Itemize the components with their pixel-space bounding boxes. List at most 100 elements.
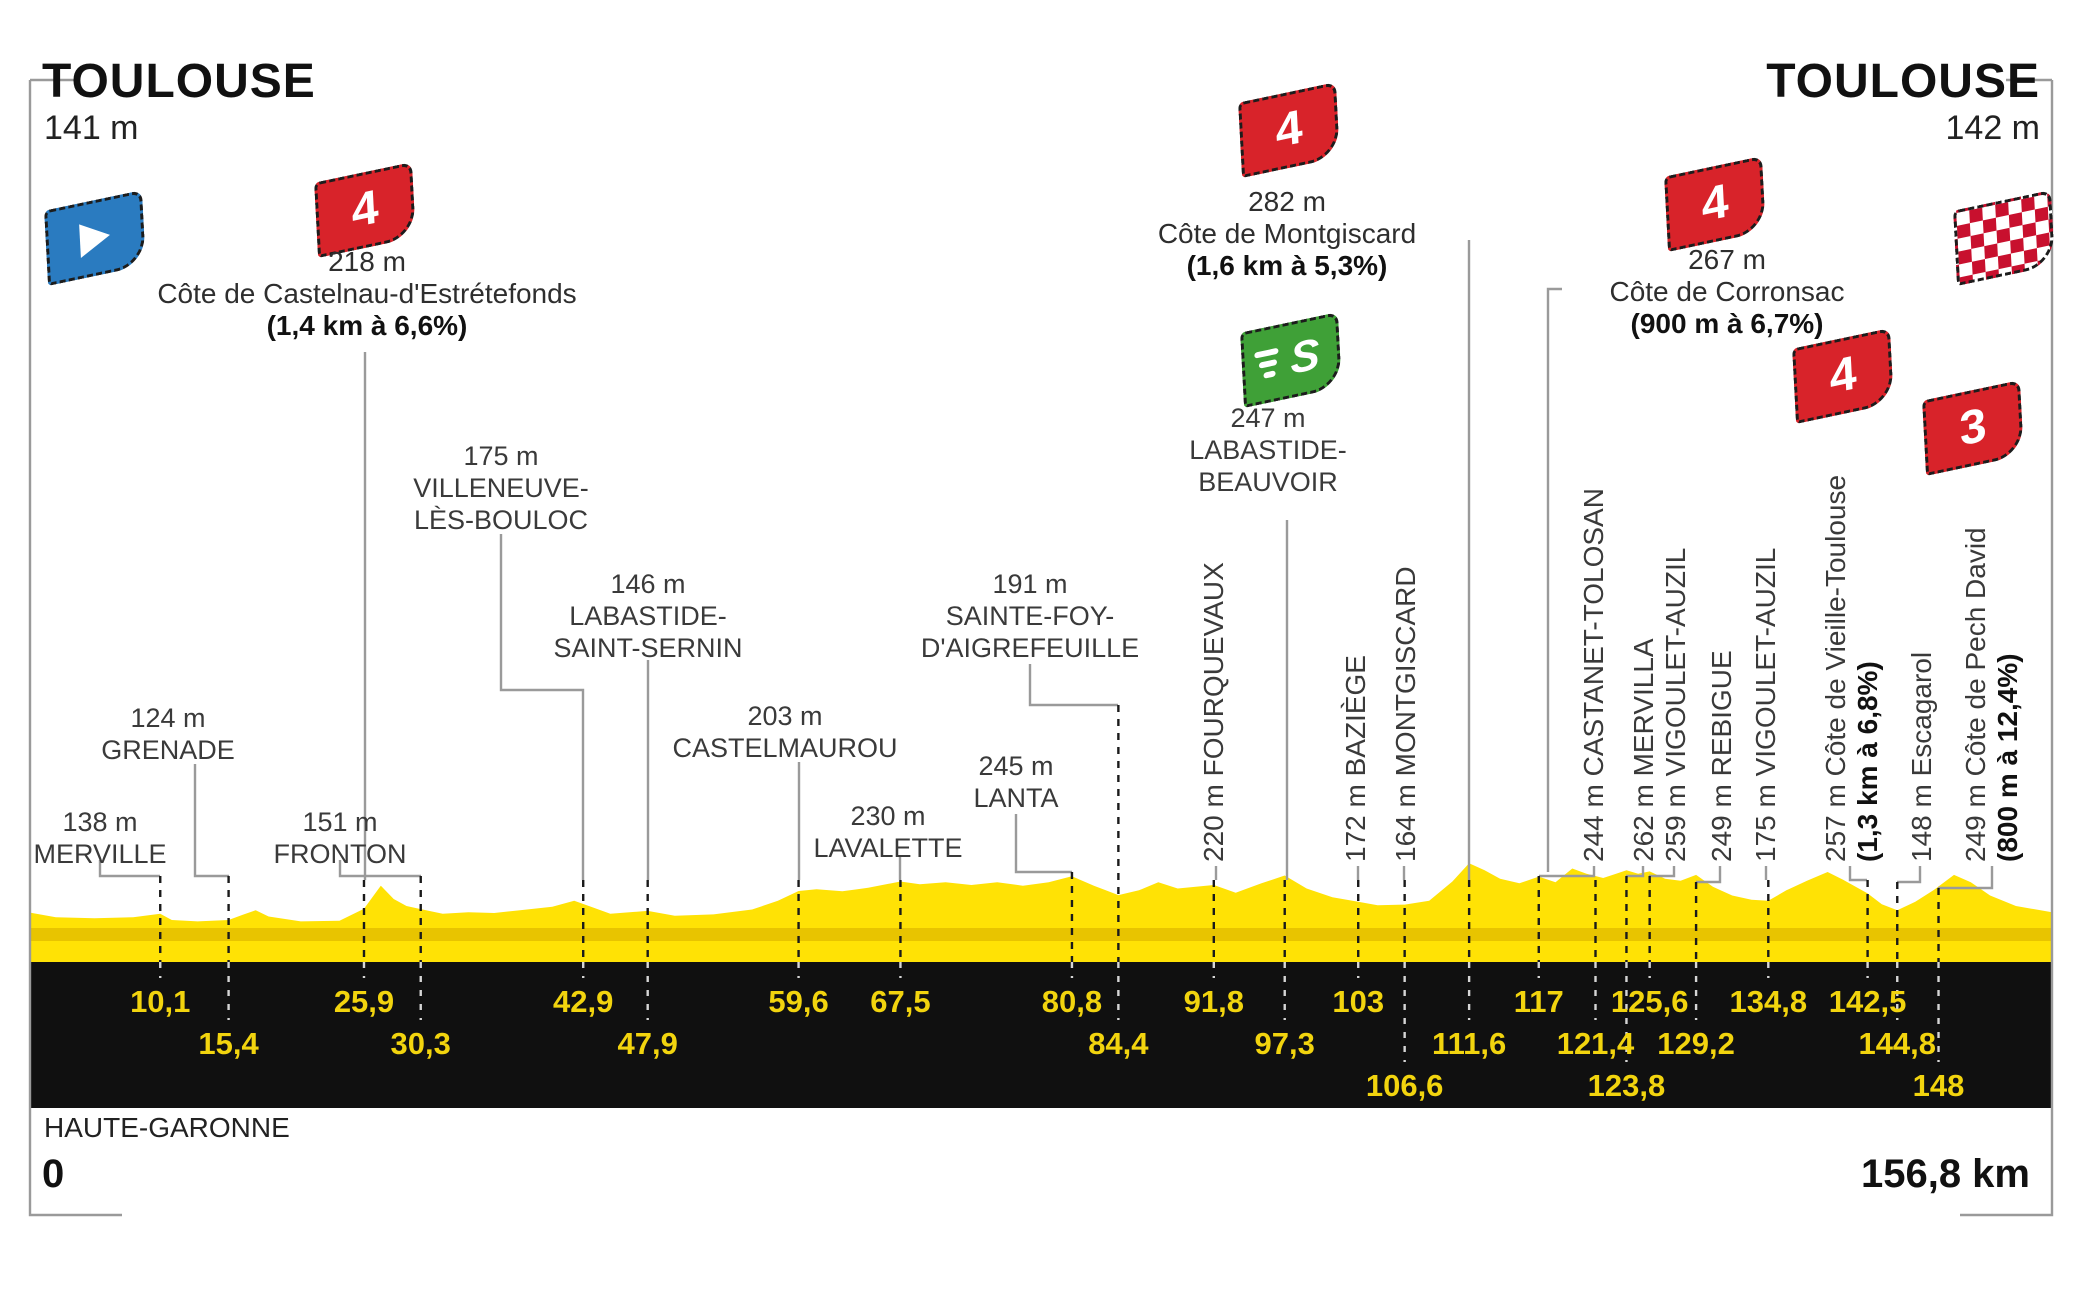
town-label-grenade: 124 m GRENADE — [68, 702, 268, 766]
town-name: SAINT-SERNIN — [553, 633, 743, 663]
town-altitude: 203 m — [747, 701, 823, 731]
leader-line — [1539, 866, 1596, 878]
terrain-area — [30, 863, 2052, 962]
play-triangle-icon — [79, 218, 111, 258]
leader-line — [1546, 287, 1562, 872]
side-label-montgiscard-town: 164 m MONTGISCARD — [1390, 566, 1421, 862]
sprint-town-line: LABASTIDE- — [1189, 435, 1347, 465]
km-label: 106,6 — [1365, 1068, 1444, 1103]
km-label: 111,6 — [1432, 1026, 1507, 1061]
side-label-gradient: (1,3 km à 6,8%) — [1852, 661, 1883, 862]
terrain-stripe — [30, 928, 2052, 941]
km-label: 129,2 — [1657, 1026, 1735, 1061]
town-label-sainte-foy-daigrefeuille: 191 m SAINTE-FOY- D'AIGREFEUILLE — [880, 568, 1180, 664]
category-number: 4 — [1274, 100, 1304, 159]
climb-detail: (1,4 km à 6,6%) — [266, 310, 468, 341]
side-label-fourquevaux: 220 m FOURQUEVAUX — [1198, 562, 1229, 862]
leader-line — [193, 764, 229, 878]
km-label: 125,6 — [1610, 984, 1689, 1019]
km-label: 25,9 — [333, 984, 395, 1019]
leader-line — [1960, 80, 2054, 1217]
leader-line — [1696, 866, 1722, 884]
town-label-lanta: 245 m LANTA — [916, 750, 1116, 814]
side-label-gradient: (800 m à 12,4%) — [1992, 653, 2023, 862]
total-distance-label: 156,8 km — [1860, 1152, 2030, 1196]
town-label-fronton: 151 m FRONTON — [240, 806, 440, 870]
side-label-text: 249 m Côte de Pech David — [1960, 527, 1991, 862]
climb-detail: (900 m à 6,7%) — [1630, 308, 1824, 339]
town-label-castelmaurou: 203 m CASTELMAUROU — [635, 700, 935, 764]
town-name: LABASTIDE- — [569, 601, 727, 631]
town-name: GRENADE — [101, 735, 235, 765]
finish-city-title: TOULOUSE — [1766, 55, 2040, 108]
climb-name: Côte de Corronsac — [1609, 276, 1845, 307]
distance-band — [30, 962, 2052, 1108]
town-name: SAINTE-FOY- — [945, 601, 1115, 631]
side-label-baziege: 172 m BAZIÈGE — [1340, 655, 1371, 862]
km-label: 121,4 — [1556, 1026, 1635, 1061]
leader-line — [98, 860, 160, 878]
sprint-town-line: BEAUVOIR — [1198, 467, 1338, 497]
climb-label-montgiscard: 282 m Côte de Montgiscard (1,6 km à 5,3%… — [1037, 186, 1537, 282]
speed-line-icon — [1258, 358, 1278, 369]
town-label-villeneuve-les-bouloc: 175 m VILLENEUVE- LÈS-BOULOC — [401, 440, 601, 536]
leader-line — [1649, 866, 1676, 878]
km-label: 142,5 — [1828, 984, 1907, 1019]
town-label-lavalette: 230 m LAVALETTE — [763, 800, 1013, 864]
leader-line — [1626, 866, 1645, 878]
side-label-mervilla: 262 m MERVILLA — [1628, 638, 1659, 862]
town-altitude: 191 m — [992, 569, 1068, 599]
town-altitude: 175 m — [463, 441, 539, 471]
side-label-rebigue: 249 m REBIGUE — [1706, 650, 1737, 862]
km-label: 117 — [1513, 984, 1564, 1019]
town-altitude: 151 m — [302, 807, 378, 837]
km-label: 97,3 — [1254, 1026, 1315, 1061]
start-city-title: TOULOUSE — [42, 55, 316, 108]
finish-city-altitude: 142 m — [1945, 109, 2041, 147]
side-label-text: 257 m Côte de Vieille-Toulouse — [1820, 474, 1851, 862]
km-label: 103 — [1332, 984, 1385, 1019]
km-label: 123,8 — [1587, 1068, 1666, 1103]
km-label: 80,8 — [1041, 984, 1103, 1019]
department-label: HAUTE-GARONNE — [44, 1112, 290, 1143]
climb-name: Côte de Castelnau-d'Estrétefonds — [157, 278, 577, 309]
category-number: 4 — [350, 180, 380, 239]
climb-detail: (1,6 km à 5,3%) — [1186, 250, 1388, 281]
climb-label-castelnau: 218 m Côte de Castelnau-d'Estrétefonds (… — [117, 246, 617, 342]
town-altitude: 146 m — [610, 569, 686, 599]
town-altitude: 245 m — [978, 751, 1054, 781]
km-label: 10,1 — [130, 984, 191, 1019]
town-label-merville: 138 m MERVILLE — [0, 806, 200, 870]
km-label: 67,5 — [870, 984, 931, 1019]
sprint-s-letter: S — [1289, 329, 1321, 384]
sprint-label-labastide-beauvoir: 247 m LABASTIDE- BEAUVOIR — [1118, 402, 1418, 498]
climb-name: Côte de Montgiscard — [1157, 218, 1417, 249]
km-label: 91,8 — [1183, 984, 1244, 1019]
leader-line — [1848, 866, 1867, 882]
climb-altitude: 282 m — [1248, 186, 1326, 217]
speed-line-icon — [1254, 347, 1279, 359]
start-city-altitude: 141 m — [44, 109, 139, 147]
km-label: 144,8 — [1858, 1026, 1937, 1061]
category-number: 4 — [1700, 174, 1730, 233]
km-label: 84,4 — [1088, 1026, 1149, 1061]
climb-label-corronsac: 267 m Côte de Corronsac (900 m à 6,7%) — [1477, 244, 1977, 340]
leader-line — [28, 80, 122, 1217]
km-label: 47,9 — [617, 1026, 678, 1061]
climb-altitude: 267 m — [1688, 244, 1766, 275]
town-name: FRONTON — [273, 839, 407, 869]
leader-line — [499, 534, 585, 880]
category-number: 3 — [1958, 398, 1988, 457]
side-label-vigoulet-auzil-1: 259 m VIGOULET-AUZIL — [1660, 547, 1691, 862]
town-name: LANTA — [973, 783, 1059, 813]
town-name: LÈS-BOULOC — [413, 505, 589, 535]
side-label-cote-de-pech-david: 249 m Côte de Pech David (800 m à 12,4%) — [1960, 527, 2024, 862]
leader-line — [338, 860, 421, 878]
km-label: 42,9 — [553, 984, 614, 1019]
category-number: 4 — [1828, 346, 1858, 405]
leader-line — [1014, 814, 1072, 874]
side-label-castanet-tolosan: 244 m CASTANET-TOLOSAN — [1578, 488, 1609, 862]
town-altitude: 230 m — [850, 801, 926, 831]
km-label: 148 — [1912, 1068, 1965, 1103]
